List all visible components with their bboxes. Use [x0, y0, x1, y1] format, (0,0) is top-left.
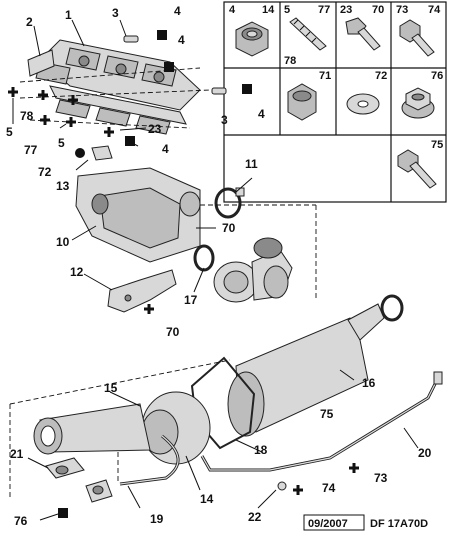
callout-77: 77 — [24, 143, 38, 157]
callout-73: 73 — [374, 471, 388, 485]
turbo-heat-shield — [75, 167, 201, 263]
callout-15: 15 — [104, 381, 118, 395]
legend-label: 77 — [318, 4, 330, 16]
heat-shield — [27, 49, 55, 77]
legend-cell-71: 71 — [287, 70, 331, 121]
callout-78: 78 — [20, 109, 34, 123]
turbocharger — [213, 237, 293, 303]
collar-nut-icon — [401, 87, 435, 119]
fastener-legend — [223, 1, 447, 203]
legend-label: 5 — [284, 4, 290, 16]
legend-label: 70 — [372, 4, 384, 16]
legend-cell-23-70: 23 70 — [340, 4, 384, 51]
stud-3-right — [211, 87, 227, 95]
callout-14: 14 — [200, 492, 214, 506]
callout-5: 5 — [58, 136, 65, 150]
callout-13: 13 — [56, 179, 70, 193]
hex-bolt-icon — [399, 19, 435, 57]
bracket-12 — [107, 269, 177, 313]
callout-21: 21 — [10, 447, 24, 461]
nut-marker — [125, 136, 135, 146]
bolt-icon — [397, 149, 437, 189]
callout-16: 16 — [362, 376, 376, 390]
callout-10: 10 — [56, 235, 70, 249]
callout-2: 2 — [26, 15, 33, 29]
mount-21 — [45, 457, 113, 503]
washer-icon — [346, 93, 380, 115]
legend-label: 4 — [229, 4, 236, 16]
nut-marker — [58, 508, 68, 518]
legend-label: 23 — [340, 4, 352, 16]
callout-3: 3 — [221, 113, 228, 127]
legend-label: 78 — [284, 55, 296, 67]
callout-20: 20 — [418, 446, 432, 460]
legend-cell-5-77-78: 5 77 78 — [284, 4, 330, 67]
catalytic-converter — [33, 391, 211, 465]
washer-marker — [75, 148, 85, 158]
callout-70: 70 — [222, 221, 236, 235]
callout-23: 23 — [148, 122, 162, 136]
pressure-pipes — [119, 371, 443, 491]
particulate-filter — [227, 294, 404, 437]
callout-4: 4 — [162, 142, 169, 156]
callout-4: 4 — [174, 4, 181, 18]
callout-4: 4 — [178, 33, 185, 47]
flange-nut-icon — [235, 21, 269, 57]
legend-label: 74 — [428, 4, 441, 16]
legend-label: 72 — [375, 70, 387, 82]
callout-12: 12 — [70, 265, 84, 279]
nut-marker — [157, 30, 167, 40]
footer-date: 09/2007 — [308, 518, 348, 530]
callout-76: 76 — [14, 514, 28, 528]
lock-nut-icon — [287, 83, 317, 121]
legend-label: 14 — [262, 4, 275, 16]
nut-marker — [164, 62, 174, 72]
callout-18: 18 — [254, 443, 268, 457]
callout-70: 70 — [166, 325, 180, 339]
exhaust-manifold — [35, 39, 201, 135]
callout-11: 11 — [245, 157, 258, 171]
callout-72: 72 — [38, 165, 52, 179]
callout-4: 4 — [258, 107, 265, 121]
legend-label: 73 — [396, 4, 408, 16]
legend-label: 76 — [431, 70, 443, 82]
legend-cell-72: 72 — [346, 70, 387, 115]
callout-22: 22 — [248, 510, 262, 524]
legend-label: 71 — [319, 70, 331, 82]
clamp-17 — [193, 244, 215, 272]
stud-icon — [289, 17, 327, 51]
callout-75: 75 — [320, 407, 334, 421]
callout-19: 19 — [150, 512, 164, 526]
callout-5: 5 — [6, 125, 13, 139]
legend-cell-76: 76 — [401, 70, 443, 119]
flange-bolt-icon — [345, 17, 381, 51]
leader-lines — [12, 19, 419, 521]
stud-3-top — [123, 35, 139, 43]
callout-1: 1 — [65, 8, 72, 22]
gasket-13 — [91, 145, 113, 161]
footer-reference: DF 17A70D — [370, 518, 428, 530]
legend-cell-4-14: 4 14 — [229, 4, 275, 57]
nut-marker — [242, 84, 252, 94]
diagram-footer: 09/2007 DF 17A70D — [303, 514, 428, 531]
legend-cell-75: 75 — [397, 139, 443, 189]
callout-3: 3 — [112, 6, 119, 20]
callout-74: 74 — [322, 481, 336, 495]
legend-cell-73-74: 73 74 — [396, 4, 441, 57]
legend-label: 75 — [431, 139, 443, 151]
callout-17: 17 — [184, 293, 198, 307]
